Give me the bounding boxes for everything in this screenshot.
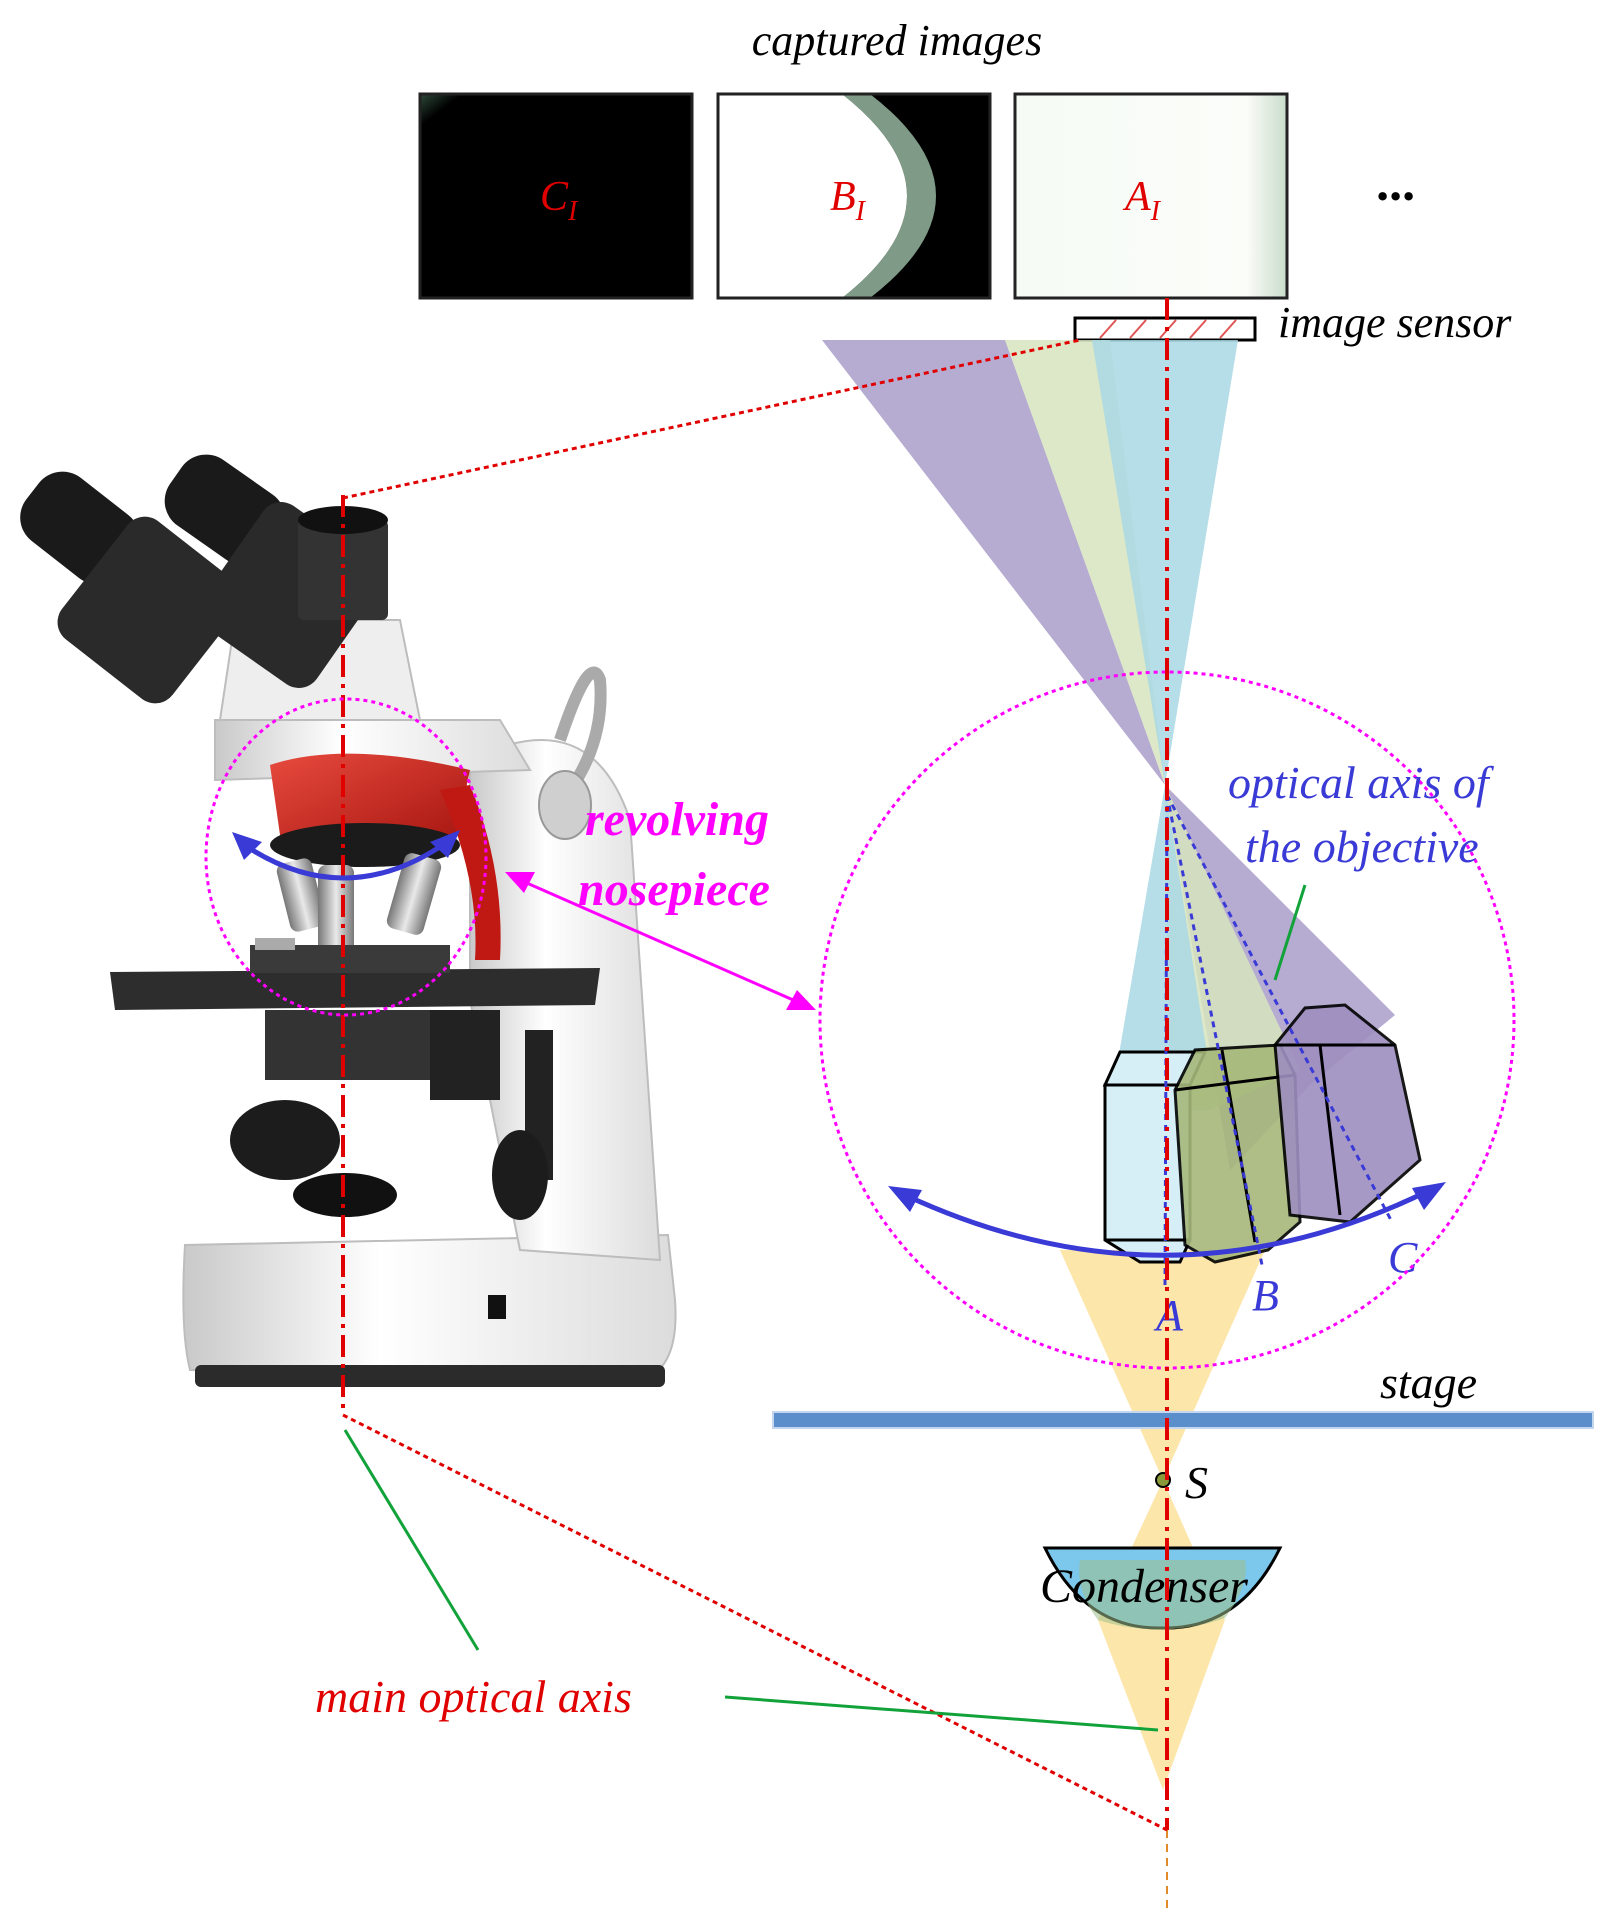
captured-image-b: BI — [716, 92, 992, 300]
more-images-ellipsis: ... — [1378, 155, 1417, 212]
captured-image-c: CI — [418, 92, 694, 300]
main-axis-leader-2 — [724, 1695, 1159, 1732]
objective-axis-leader — [1273, 884, 1307, 981]
condenser-label: Condenser — [1040, 1560, 1248, 1613]
arc-arrowhead-left — [888, 1186, 922, 1212]
objective-c — [1273, 1003, 1422, 1224]
nosepiece-arrow-right — [430, 830, 460, 858]
arc-arrowhead-right — [1412, 1182, 1446, 1210]
microscope-photo-icon — [20, 454, 677, 1387]
point-c-label: C — [1388, 1233, 1418, 1282]
nosepiece-circle — [204, 697, 488, 1017]
point-b-label: B — [1252, 1271, 1279, 1320]
revolving-label-1: revolving — [585, 793, 769, 846]
nosepiece-arc — [238, 837, 452, 881]
main-optical-axis-label: main optical axis — [315, 1671, 632, 1722]
zoom-connector — [519, 878, 801, 1005]
projection-lines — [342, 338, 1168, 1832]
main-axis-leader-1 — [343, 1429, 480, 1651]
objective-axis-label-1: optical axis of — [1228, 757, 1495, 808]
captured-images-title: captured images — [752, 16, 1042, 65]
nosepiece-arrow-left — [232, 832, 262, 860]
revolving-label-2: nosepiece — [578, 863, 770, 916]
objective-axis-label-2: the objective — [1245, 821, 1479, 872]
frame-b-label: BI — [830, 174, 867, 227]
captured-image-a: AI — [1013, 92, 1289, 300]
image-sensor-label: image sensor — [1278, 298, 1512, 347]
rotation-arc — [903, 1187, 1432, 1258]
frame-c-label: CI — [540, 174, 579, 227]
stage-label: stage — [1380, 1357, 1477, 1408]
source-point-label: S — [1185, 1457, 1208, 1508]
frame-a-label: AI — [1122, 174, 1162, 227]
stage-bar — [772, 1411, 1594, 1429]
